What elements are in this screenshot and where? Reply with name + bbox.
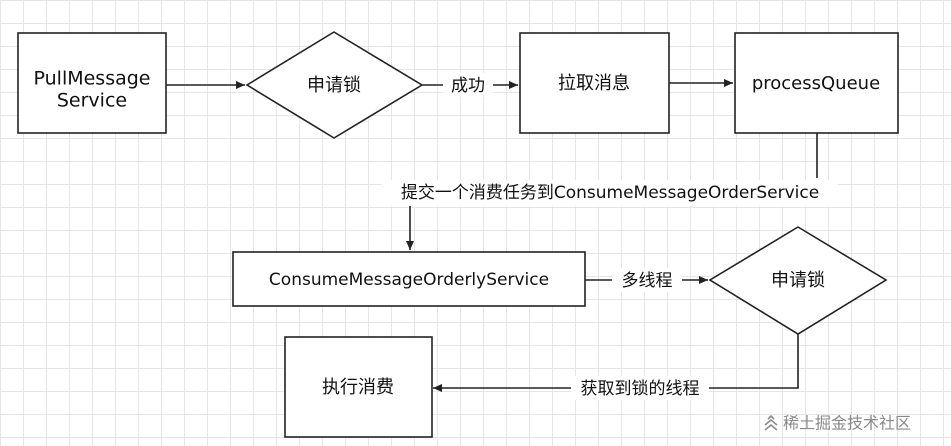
pull-message-box	[519, 32, 670, 134]
multithread-edge-label: 多线程	[622, 271, 673, 291]
success-edge-label: 成功	[451, 76, 485, 96]
success-label-bg	[443, 73, 493, 97]
watermark-text: 稀土掘金技术社区	[783, 414, 911, 433]
lock2-diamond	[708, 226, 888, 335]
lock2-label: 申请锁	[771, 270, 825, 291]
pull-msg-label: 拉取消息	[558, 73, 630, 94]
juejin-logo-icon	[764, 414, 778, 431]
pull-service-label-line2: Service	[57, 90, 127, 112]
lock-holder-edge-label: 获取到锁的线程	[581, 379, 700, 399]
execute-consume-box	[284, 336, 433, 438]
submit-label-bg	[382, 180, 838, 206]
process-queue-box	[734, 32, 899, 134]
process-queue-label: processQueue	[752, 73, 880, 94]
execute-label: 执行消费	[322, 377, 394, 398]
lock1-diamond	[245, 31, 424, 139]
watermark: 稀土掘金技术社区	[764, 414, 911, 433]
lock1-label: 申请锁	[307, 75, 361, 96]
consume-orderly-service-box	[232, 251, 586, 307]
consume-service-label: ConsumeMessageOrderlyService	[269, 270, 549, 290]
edge-lock2-to-execute	[433, 334, 799, 392]
lock-holder-label-bg	[571, 376, 709, 400]
pull-message-service-box	[17, 32, 167, 134]
multithread-label-bg	[612, 268, 682, 292]
pull-service-label-line1: PullMessage	[34, 68, 151, 90]
submit-task-edge-label: 提交一个消费任务到ConsumeMessageOrderService	[401, 183, 819, 203]
